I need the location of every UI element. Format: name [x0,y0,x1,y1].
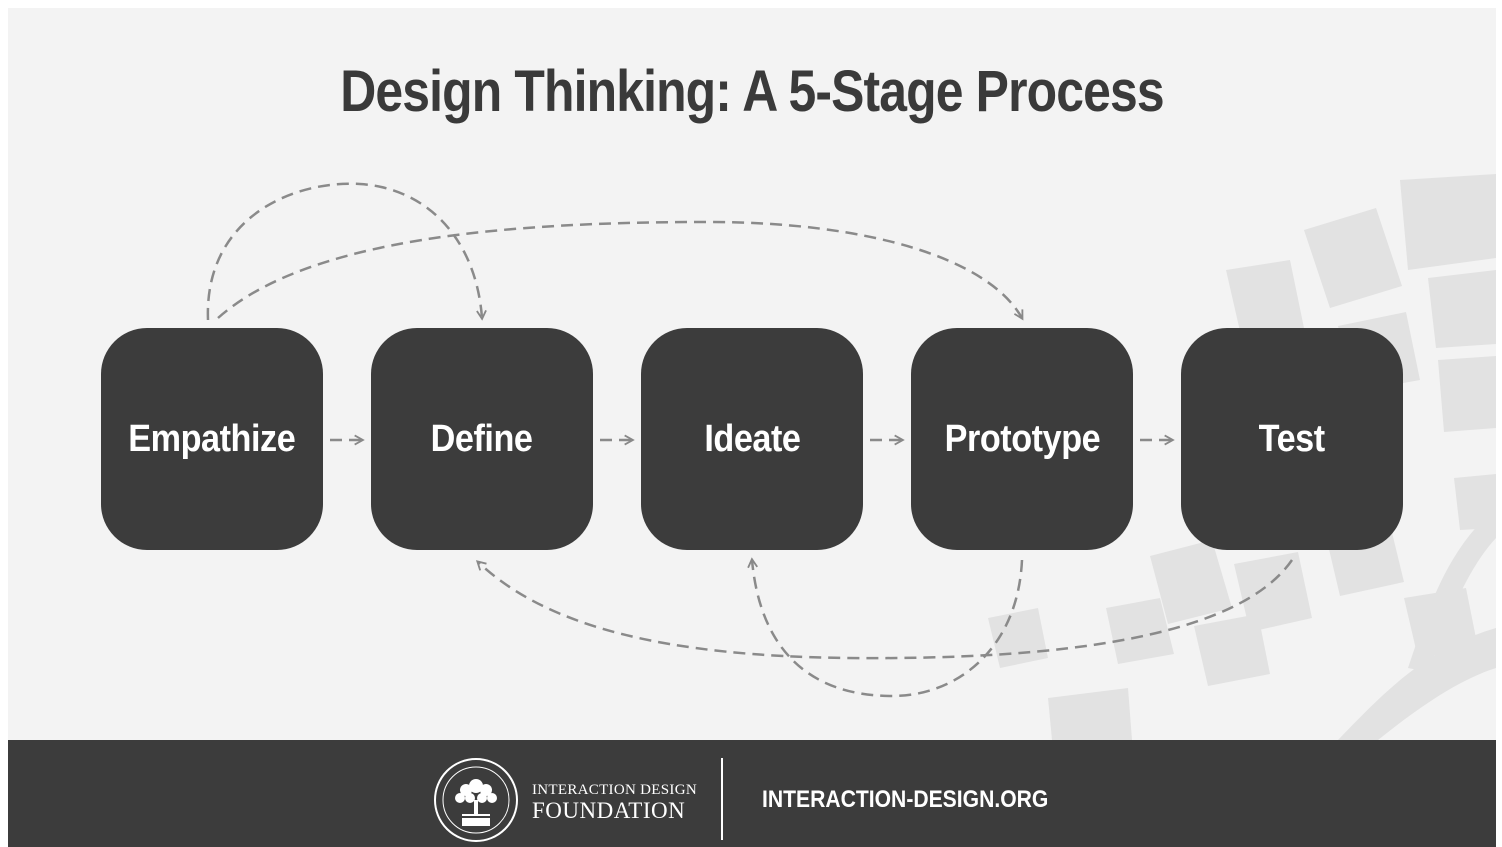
loop-empathize-to-define [206,182,482,320]
loop-prototype-to-ideate [752,560,1024,698]
footer-bar: INTERACTION DESIGN FOUNDATION INTERACTIO… [8,740,1496,847]
stage-prototype: Prototype [911,328,1133,550]
org-name-line2: FOUNDATION [532,798,686,823]
loop-test-to-define [478,559,1294,660]
tree-seal-icon[interactable] [432,756,520,844]
loop-empathize-to-prototype [217,220,1022,318]
footer-divider [721,758,723,840]
stage-label: Test [1258,417,1325,460]
stage-test: Test [1181,328,1403,550]
connector-arrows [206,182,1294,698]
stage-label: Empathize [128,417,296,460]
stage-label: Ideate [703,417,801,460]
diagram-canvas: Design Thinking: A 5-Stage Process Empat… [8,8,1496,740]
stage-label: Define [431,417,533,460]
stage-label: Prototype [944,417,1100,460]
page-title: Design Thinking: A 5-Stage Process [340,59,1164,124]
stage-define: Define [371,328,593,550]
stage-ideate: Ideate [641,328,863,550]
org-name-line1: INTERACTION DESIGN [532,782,697,798]
website-link[interactable]: INTERACTION-DESIGN.ORG [762,786,1049,813]
stage-empathize: Empathize [101,328,323,550]
